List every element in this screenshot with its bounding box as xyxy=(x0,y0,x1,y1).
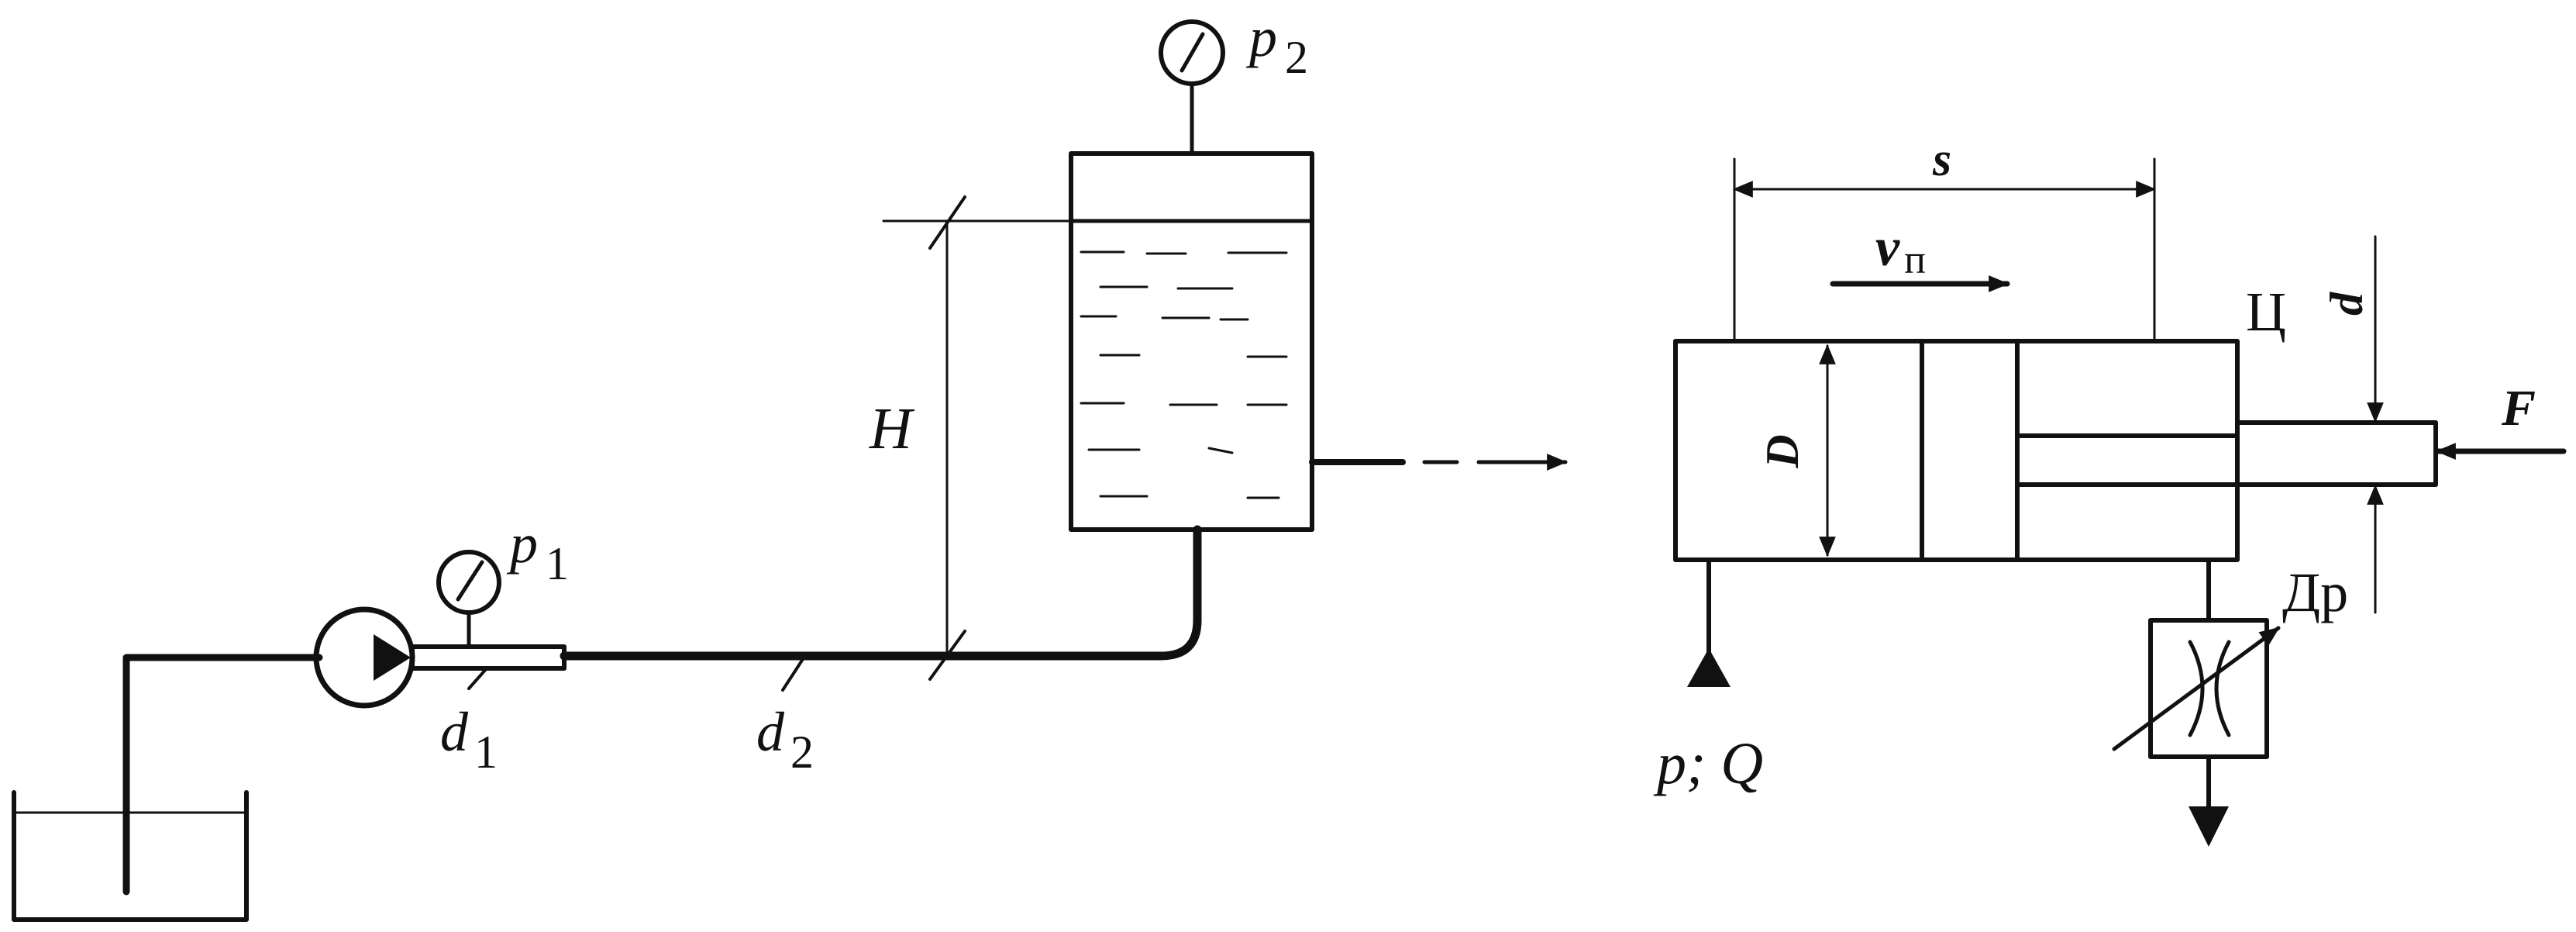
label-s: s xyxy=(1932,133,1951,186)
pressure-reservoir xyxy=(1069,151,1314,532)
pump-symbol xyxy=(313,606,415,709)
liquid-hatching xyxy=(1080,250,1288,499)
inlet-port xyxy=(1687,557,1731,687)
label-throttle: Др xyxy=(2282,561,2348,623)
piston-rod xyxy=(2235,420,2438,487)
pipe-d1 xyxy=(410,644,567,671)
label-pressure-flow: p; Q xyxy=(1653,731,1763,796)
pipe-d2 xyxy=(560,525,1202,661)
suction-pipe xyxy=(122,654,323,896)
pressure-gauge-p1 xyxy=(436,550,501,649)
label-cylinder: Ц xyxy=(2246,281,2286,343)
supply-tank xyxy=(12,790,249,922)
label-rod-d: d xyxy=(2321,292,2372,316)
stroke-dimension-s xyxy=(1732,157,2157,343)
pressure-gauge-p2 xyxy=(1159,19,1225,156)
label-h: H xyxy=(869,396,915,461)
d2-leader xyxy=(781,658,804,692)
outlet-line xyxy=(2189,557,2229,847)
height-dimension-h xyxy=(882,195,1073,681)
throttle-valve xyxy=(2112,618,2281,759)
label-bore-d: D xyxy=(1757,434,1808,468)
label-force: F xyxy=(2501,380,2536,437)
d1-leader xyxy=(467,667,488,690)
